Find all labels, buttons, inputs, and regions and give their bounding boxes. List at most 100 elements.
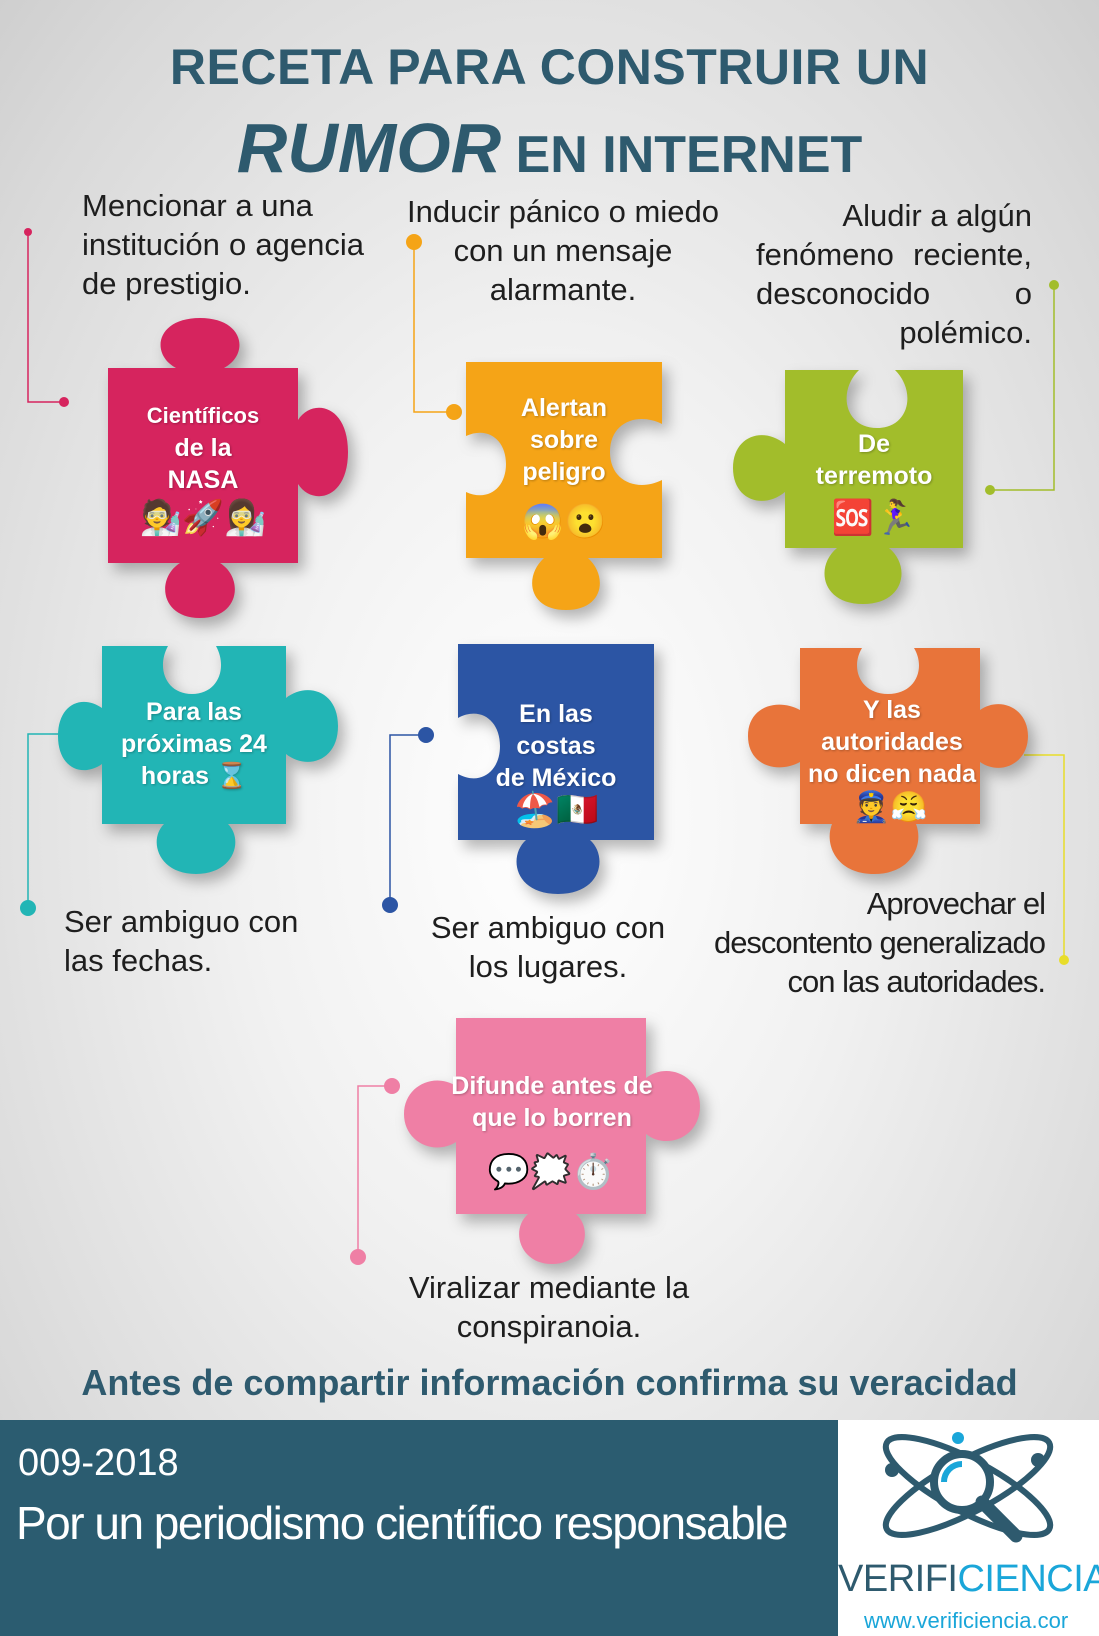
- puzzle-label-line: De: [858, 430, 890, 458]
- verificiencia-logo: VERIFICIENCIA www.verificiencia.cor: [838, 1420, 1099, 1636]
- description-6-line: Aprovechar el: [866, 886, 1046, 921]
- description-2-line: con un mensaje: [453, 233, 673, 268]
- puzzle-label-line: sobre: [529, 426, 599, 454]
- logo-wordmark: VERIFICIENCIA: [838, 1558, 1099, 1601]
- description-2: Inducir pánico o miedo con un mensaje al…: [398, 192, 728, 309]
- police-angry-emoji-icon: 👮😤: [852, 791, 928, 824]
- puzzle-piece-nasa: Científicos de la NASA 🧑‍🔬🚀👩‍🔬: [108, 318, 350, 618]
- description-2-line: Inducir pánico o miedo: [407, 194, 719, 229]
- description-5-line: Ser ambiguo con: [430, 910, 666, 945]
- puzzle-shape: [108, 318, 348, 618]
- tagline: Antes de compartir información confirma …: [81, 1362, 1018, 1403]
- puzzle-label-line: peligro: [522, 458, 606, 486]
- puzzle-fill: [404, 1018, 700, 1264]
- connector-7: [350, 1078, 400, 1265]
- description-3-line: desconocido o: [756, 276, 1032, 311]
- puzzle-fill: [748, 648, 1028, 874]
- title-line-2: RUMOR EN INTERNET: [0, 108, 1099, 188]
- description-3-line: polémico.: [899, 315, 1032, 350]
- puzzle-piece-viral: Difunde antes de que lo borren 💬🗯️⏱️: [404, 1018, 700, 1264]
- puzzle-label-line: costas: [516, 732, 596, 760]
- description-1-line: institución o agencia: [82, 227, 364, 262]
- puzzle-shape: [458, 644, 654, 894]
- connector-6: [1024, 754, 1069, 965]
- puzzle-shape: [58, 646, 338, 874]
- puzzle-label-line: Y las: [863, 696, 921, 724]
- description-1-line: Mencionar a una: [82, 188, 313, 223]
- beach-flag-emoji-icon: 🏖️🇲🇽: [513, 791, 599, 829]
- puzzle-piece-places: En las costas de México 🏖️🇲🇽: [458, 644, 654, 894]
- description-5: Ser ambiguo con los lugares.: [408, 908, 688, 986]
- puzzle-label: Científicos de la NASA: [108, 400, 298, 496]
- description-4: Ser ambiguo con las fechas.: [64, 902, 364, 980]
- puzzle-shape: [404, 1018, 700, 1264]
- puzzle-label-line: En las: [519, 700, 593, 728]
- description-7: Viralizar mediante la conspiranoia.: [384, 1268, 714, 1346]
- puzzle-shape: [466, 362, 662, 610]
- puzzle-label-line: horas ⌛: [140, 762, 248, 790]
- logo-word-part1: VERIFI: [838, 1558, 958, 1600]
- scared-face-emoji-icon: 😱😮: [521, 503, 607, 541]
- puzzle-label-line: NASA: [167, 466, 239, 494]
- title-rest: EN INTERNET: [515, 126, 863, 184]
- title-line-1: RECETA PARA CONSTRUIR UN: [169, 39, 930, 95]
- connector-1: [24, 228, 69, 407]
- puzzle-label: En las costas de México: [458, 698, 654, 794]
- puzzle-piece-alert: Alertan sobre peligro 😱😮: [466, 362, 666, 610]
- puzzle-label: Alertan sobre peligro: [466, 392, 662, 488]
- logo-word-part2: CIENCIA: [957, 1558, 1099, 1600]
- puzzle-label-line: Para las: [146, 698, 242, 726]
- website-link[interactable]: www.verificiencia.cor: [864, 1608, 1069, 1633]
- puzzle-piece-authorities: Y las autoridades no dicen nada 👮😤: [748, 648, 1028, 874]
- description-6-line: descontento generalizado: [713, 925, 1046, 960]
- puzzle-label-line: de la: [174, 434, 232, 462]
- puzzle-fill: [108, 318, 348, 618]
- description-2-line: alarmante.: [489, 272, 637, 307]
- footer-banner: 009-2018 Por un periodismo científico re…: [0, 1420, 838, 1636]
- speech-timer-emoji-icon: 💬🗯️⏱️: [487, 1153, 615, 1191]
- sos-runner-emoji-icon: 🆘🏃‍♀️: [831, 499, 917, 537]
- description-5-line: los lugares.: [468, 949, 628, 984]
- description-7-line: conspiranoia.: [456, 1309, 642, 1344]
- description-6: Aprovechar el descontento generalizado c…: [700, 884, 1046, 1001]
- puzzle-label-line: no dicen nada: [807, 760, 977, 788]
- puzzle-label-line: Alertan: [520, 394, 608, 422]
- puzzle-label-line: Difunde antes de: [451, 1072, 653, 1100]
- puzzle-fill: [58, 646, 338, 874]
- issue-code: 009-2018: [18, 1442, 179, 1484]
- description-3: Aludir a algún fenómeno reciente, descon…: [756, 196, 1032, 352]
- puzzle-label: Difunde antes de que lo borren: [404, 1070, 700, 1134]
- puzzle-fill: [466, 362, 662, 610]
- puzzle-piece-dates: Para las próximas 24 horas ⌛: [58, 646, 338, 874]
- description-6-line: con las autoridades.: [787, 964, 1046, 999]
- footer-slogan: Por un periodismo científico responsable: [16, 1497, 789, 1549]
- scientist-rocket-emoji-icon: 🧑‍🔬🚀👩‍🔬: [139, 499, 267, 537]
- description-4-line: las fechas.: [64, 943, 213, 978]
- connector-2: [406, 234, 462, 420]
- puzzle-label-line: de México: [495, 764, 617, 792]
- puzzle-label-line: que lo borren: [472, 1104, 632, 1132]
- puzzle-label-line: próximas 24: [121, 730, 267, 758]
- puzzle-label-line: terremoto: [815, 462, 933, 490]
- connector-3: [985, 280, 1059, 495]
- description-4-line: Ser ambiguo con: [64, 904, 299, 939]
- puzzle-label: Y las autoridades no dicen nada: [792, 694, 992, 790]
- puzzle-shape: [733, 370, 963, 604]
- connector-lines: [20, 228, 1069, 1265]
- description-1-line: de prestigio.: [82, 266, 251, 301]
- description-3-line: Aludir a algún: [842, 198, 1032, 233]
- description-3-line: fenómeno reciente,: [756, 237, 1032, 272]
- puzzle-piece-earthquake: De terremoto 🆘🏃‍♀️: [733, 370, 965, 604]
- connector-4: [20, 733, 60, 916]
- puzzle-shape: [748, 648, 1028, 874]
- connector-5: [382, 727, 434, 913]
- puzzle-fill: [458, 644, 654, 894]
- description-7-line: Viralizar mediante la: [408, 1270, 690, 1305]
- puzzle-label: De terremoto: [785, 428, 963, 492]
- puzzle-fill: [733, 370, 963, 604]
- puzzle-label: Para las próximas 24 horas ⌛: [102, 696, 286, 792]
- title-rumor: RUMOR: [236, 109, 502, 187]
- puzzle-label-line: Científicos: [146, 403, 260, 428]
- atom-magnifier-logo-icon: [882, 1432, 1054, 1543]
